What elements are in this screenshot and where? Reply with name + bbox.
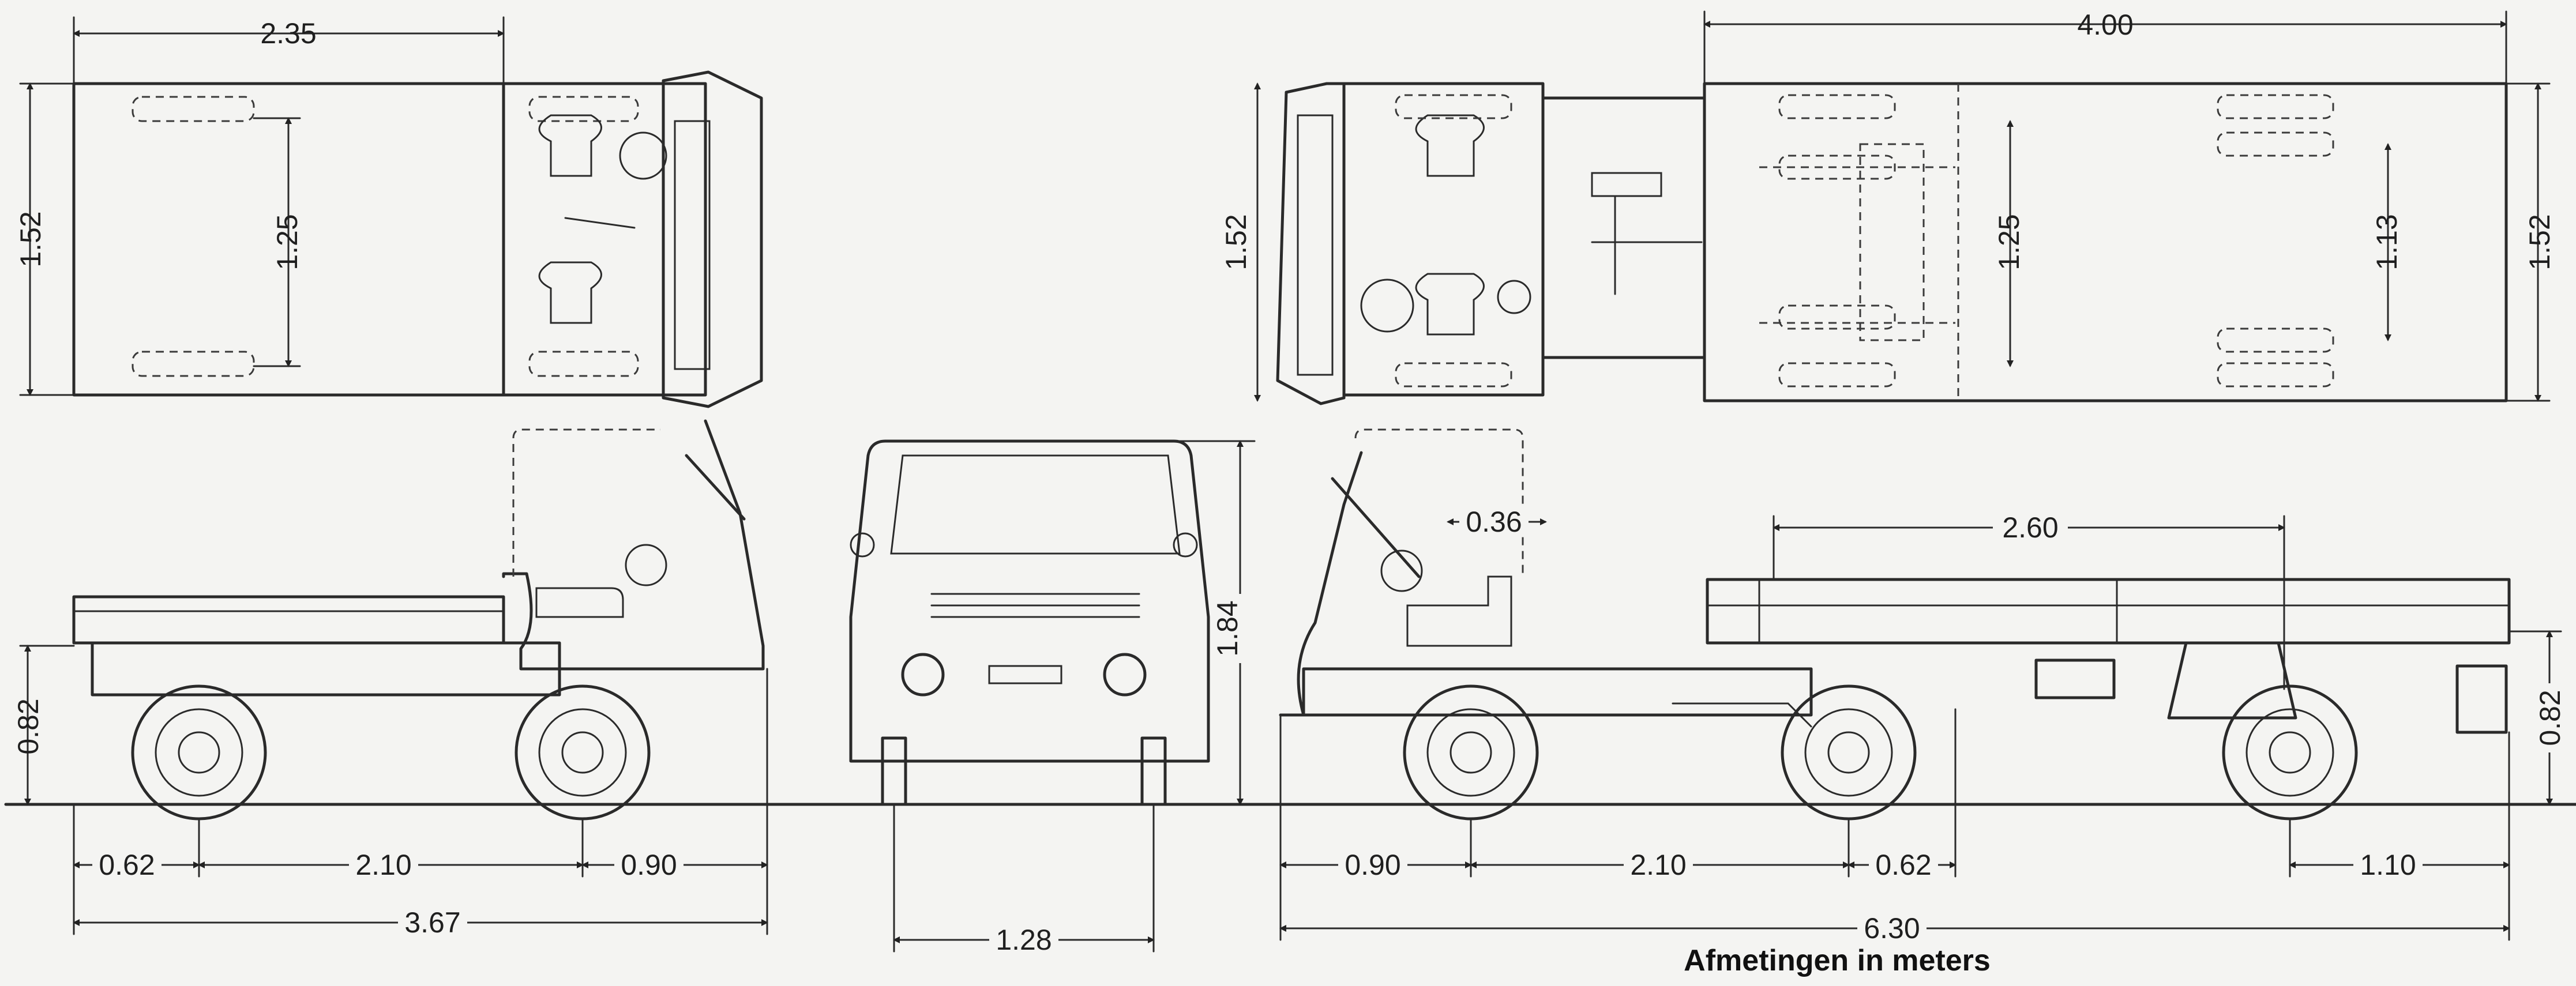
dim-height: 1.84 <box>1211 600 1244 656</box>
dim-right-rear-overhang: 0.62 <box>1875 849 1931 881</box>
dim-top-right-track-rear: 1.13 <box>2371 214 2403 270</box>
dim-front-width: 1.28 <box>996 924 1052 956</box>
dim-trailer-rear-overhang: 1.10 <box>2360 849 2416 881</box>
caption: Afmetingen in meters <box>1684 944 1991 977</box>
dim-cab-offset: 0.36 <box>1466 506 1522 538</box>
dim-bed-height-left: 0.82 <box>12 698 44 754</box>
dim-left-wheelbase: 2.10 <box>355 849 411 881</box>
dim-left-rear-overhang: 0.90 <box>621 849 677 881</box>
dim-top-right-length: 4.00 <box>2077 9 2133 41</box>
top-view-truck <box>19 16 763 408</box>
dim-left-front-overhang: 0.62 <box>99 849 155 881</box>
dim-total-train-length: 6.30 <box>1864 912 1920 944</box>
dim-top-right-width-left: 1.52 <box>1220 214 1252 270</box>
dim-top-left-length: 2.35 <box>260 17 316 50</box>
dim-bed-height-right: 0.82 <box>2534 690 2566 746</box>
side-view-train <box>1279 428 2562 941</box>
dim-top-right-width-right: 1.52 <box>2524 214 2556 270</box>
dim-trailer-wheelbase: 2.60 <box>2002 511 2058 544</box>
top-view-train <box>1254 10 2551 405</box>
dim-top-right-track-front: 1.25 <box>1993 214 2025 270</box>
dim-top-left-track: 1.25 <box>271 214 303 270</box>
dim-top-left-width: 1.52 <box>14 211 47 267</box>
front-view <box>849 439 1256 953</box>
dim-right-wheelbase: 2.10 <box>1630 849 1686 881</box>
dim-left-total-length: 3.67 <box>404 906 460 939</box>
dim-right-front-overhang: 0.90 <box>1345 849 1400 881</box>
